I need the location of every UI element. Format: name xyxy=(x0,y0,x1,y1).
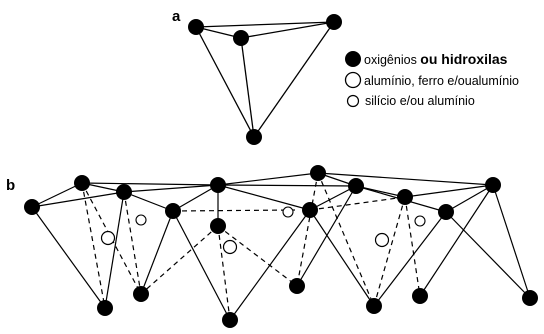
oxygen-atom xyxy=(326,14,342,30)
sheet-b-silicon-atoms xyxy=(135,206,426,227)
legend: oxigênios ou hidroxilas alumínio, ferro … xyxy=(344,51,519,108)
bond-line xyxy=(123,191,174,212)
bond-line xyxy=(81,182,106,309)
bond-line xyxy=(140,225,219,295)
oxygen-atom xyxy=(24,199,40,215)
bond-line xyxy=(309,196,406,211)
bond-line xyxy=(309,209,375,307)
bond-line xyxy=(445,211,531,299)
aluminium-atom xyxy=(100,230,116,246)
bond-line xyxy=(240,21,335,39)
bond-line xyxy=(217,184,311,211)
bond-line xyxy=(140,210,174,295)
bond-line xyxy=(373,196,406,307)
bond-line xyxy=(404,184,494,198)
legend-oxygen-symbol xyxy=(345,51,361,67)
bond-line xyxy=(253,21,335,138)
oxygen-atom xyxy=(522,290,538,306)
legend-oxygen-text: oxigênios xyxy=(364,53,420,67)
label-a: a xyxy=(172,8,181,25)
oxygen-atom xyxy=(348,178,364,194)
aluminium-atom xyxy=(374,232,390,248)
silicon-atom xyxy=(135,214,147,226)
silicon-atom xyxy=(282,206,294,218)
bond-line xyxy=(123,184,219,193)
oxygen-atom xyxy=(74,175,90,191)
legend-oxygen-label: oxigênios ou hidroxilas xyxy=(364,51,508,67)
legend-aluminium-label: alumínio, ferro e/oualumínio xyxy=(364,74,519,88)
bond-line xyxy=(317,172,494,186)
bond-line xyxy=(240,37,255,138)
bond-line xyxy=(172,210,231,321)
oxygen-atom xyxy=(97,300,113,316)
bond-line xyxy=(31,206,106,309)
bond-line xyxy=(296,185,357,287)
aluminium-atom xyxy=(222,239,238,255)
bond-line xyxy=(172,209,298,212)
bond-line xyxy=(404,196,421,297)
oxygen-atom xyxy=(289,278,305,294)
bond-line xyxy=(296,172,319,287)
bond-line xyxy=(217,225,298,287)
legend-silicon-label: silício e/ou alumínio xyxy=(365,94,475,108)
oxygen-atom xyxy=(397,189,413,205)
bond-line xyxy=(172,184,219,212)
bond-line xyxy=(445,184,494,213)
silicon-atom xyxy=(414,215,426,227)
bond-line xyxy=(195,21,335,28)
oxygen-atom xyxy=(485,177,501,193)
bond-line xyxy=(104,191,125,309)
bond-line xyxy=(492,184,531,299)
legend-silicon-symbol xyxy=(346,94,360,108)
oxygen-atom xyxy=(438,204,454,220)
label-b: b xyxy=(6,177,15,194)
bond-line xyxy=(373,211,447,307)
oxygen-atom xyxy=(133,286,149,302)
bond-line xyxy=(217,184,357,187)
oxygen-atom xyxy=(233,30,249,46)
oxygen-atom xyxy=(366,298,382,314)
bond-line xyxy=(217,172,319,186)
oxygen-atom xyxy=(116,184,132,200)
tetrahedron-a-atoms xyxy=(188,14,342,145)
legend-oxygen-bold-text: ou hidroxilas xyxy=(420,51,507,67)
sheet-b-dashed-bonds xyxy=(81,172,421,321)
oxygen-atom xyxy=(302,202,318,218)
oxygen-atom xyxy=(210,177,226,193)
bond-line xyxy=(31,191,125,208)
legend-aluminium-symbol xyxy=(344,71,362,89)
oxygen-atom xyxy=(412,288,428,304)
oxygen-atom xyxy=(246,129,262,145)
oxygen-atom xyxy=(210,218,226,234)
bond-line xyxy=(419,184,494,297)
bond-line xyxy=(81,182,219,186)
sheet-b-solid-bonds xyxy=(31,172,531,321)
oxygen-atom xyxy=(188,19,204,35)
bond-line xyxy=(309,185,357,211)
tetrahedron-a xyxy=(195,21,335,138)
sheet-b-oxygen-atoms xyxy=(24,165,538,328)
sheet-b-aluminium-atoms xyxy=(100,230,390,255)
bond-line xyxy=(217,225,231,321)
oxygen-atom xyxy=(310,165,326,181)
bond-line xyxy=(31,182,83,208)
oxygen-atom xyxy=(165,203,181,219)
bond-line xyxy=(195,26,255,138)
bond-line xyxy=(317,172,375,307)
bond-line xyxy=(81,182,142,295)
oxygen-atom xyxy=(222,312,238,328)
